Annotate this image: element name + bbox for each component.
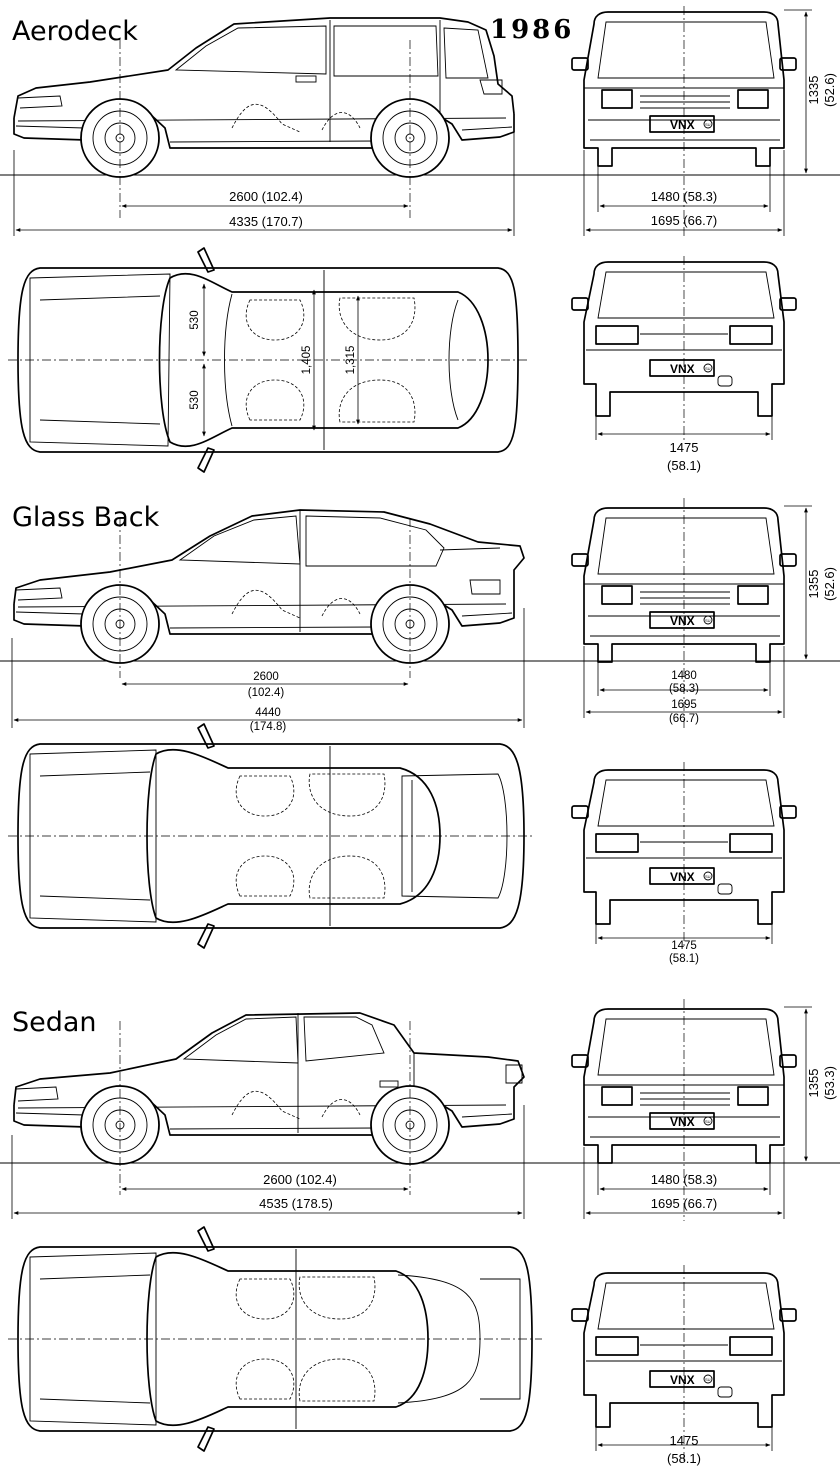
glassback-section: Glass Back 2600 (102.4): [0, 498, 840, 965]
svg-text:SU: SU: [705, 874, 711, 879]
glassback-length-mm: 4440: [255, 707, 281, 719]
svg-text:VNX: VNX: [670, 870, 695, 884]
glassback-rear-track-in: (58.1): [669, 953, 699, 965]
glassback-side-view: 2600 (102.4) 4440 (174.8): [0, 509, 840, 733]
aerodeck-body-outline: [13, 17, 515, 119]
sedan-side-view: 2600 (102.4) 4535 (178.5): [0, 1012, 840, 1219]
glassback-top-view: [8, 723, 534, 949]
aerodeck-section: Aerodeck 1986 2600 (102.4) 4335 (170.7): [0, 6, 840, 473]
sedan-width-label: 1695 (66.7): [651, 1196, 718, 1211]
glassback-length-in: (174.8): [250, 721, 287, 733]
sedan-rear-view: VNX SU 1475 (58.1): [571, 1265, 797, 1466]
aerodeck-wheelbase-label: 2600 (102.4): [229, 189, 303, 204]
glassback-width-in: (66.7): [669, 713, 699, 725]
aerodeck-front-view: VNX SU 1335 (52.6) 1480 (58.3) 1695 (66.…: [571, 6, 837, 236]
sedan-height-mm: 1355: [806, 1069, 821, 1098]
sedan-wheelbase-label: 2600 (102.4): [263, 1172, 337, 1187]
aerodeck-length-label: 4335 (170.7): [229, 214, 303, 229]
aerodeck-rear-view: VNX SU 1475 (58.1): [571, 256, 797, 473]
top-dim-front-seat: 530: [189, 310, 201, 329]
glassback-height-in: (52.6): [822, 567, 837, 601]
svg-text:SU: SU: [705, 366, 711, 371]
plate-text: VNX: [670, 118, 695, 132]
aerodeck-side-view: 2600 (102.4) 4335 (170.7): [0, 17, 840, 236]
sedan-rear-track-in: (58.1): [667, 1451, 701, 1466]
glassback-wheelbase-in: (102.4): [248, 687, 285, 699]
aerodeck-rear-track-mm: 1475: [670, 440, 699, 455]
sedan-track-label: 1480 (58.3): [651, 1172, 718, 1187]
glassback-rear-view: VNX SU 1475 (58.1): [571, 762, 797, 965]
glassback-front-view: VNX SU 1355 (52.6) 1480 (58.3) 1695 (66.…: [571, 498, 837, 728]
glassback-rear-track-mm: 1475: [671, 940, 697, 952]
section-title-aerodeck: Aerodeck: [12, 16, 138, 47]
svg-text:VNX: VNX: [670, 1373, 695, 1387]
glassback-width-mm: 1695: [671, 699, 697, 711]
sedan-section: Sedan 2600 (102.4) 4: [0, 999, 840, 1466]
aerodeck-height-mm: 1335: [806, 76, 821, 105]
top-dim-front-width: 1,405: [301, 346, 313, 375]
svg-text:VNX: VNX: [670, 1115, 695, 1129]
top-dim-front-seat-2: 530: [189, 390, 201, 409]
glassback-height-mm: 1355: [806, 570, 821, 599]
top-dim-rear-width: 1,315: [345, 346, 357, 375]
sedan-top-view: [8, 1226, 542, 1452]
svg-text:SU: SU: [705, 1119, 711, 1124]
sedan-height-in: (53.3): [822, 1066, 837, 1100]
svg-text:SU: SU: [705, 1377, 711, 1382]
aerodeck-width-label: 1695 (66.7): [651, 213, 718, 228]
aerodeck-rear-track-in: (58.1): [667, 458, 701, 473]
year-label: 1986: [490, 15, 574, 45]
svg-text:VNX: VNX: [670, 614, 695, 628]
glassback-track-mm: 1480: [671, 670, 697, 682]
sedan-front-view: VNX SU 1355 (53.3) 1480 (58.3) 1695 (66.…: [571, 999, 837, 1221]
aerodeck-top-view: 530 530 1,405 1,315: [8, 247, 530, 473]
svg-text:SU: SU: [705, 122, 711, 127]
section-title-glassback: Glass Back: [12, 502, 160, 533]
aerodeck-height-in: (52.6): [822, 73, 837, 107]
glassback-track-in: (58.3): [669, 683, 699, 695]
aerodeck-track-label: 1480 (58.3): [651, 189, 718, 204]
sedan-rear-track-mm: 1475: [670, 1433, 699, 1448]
svg-text:VNX: VNX: [670, 362, 695, 376]
glassback-wheelbase-mm: 2600: [253, 671, 279, 683]
svg-text:SU: SU: [705, 618, 711, 623]
sedan-length-label: 4535 (178.5): [259, 1196, 333, 1211]
section-title-sedan: Sedan: [12, 1007, 97, 1038]
